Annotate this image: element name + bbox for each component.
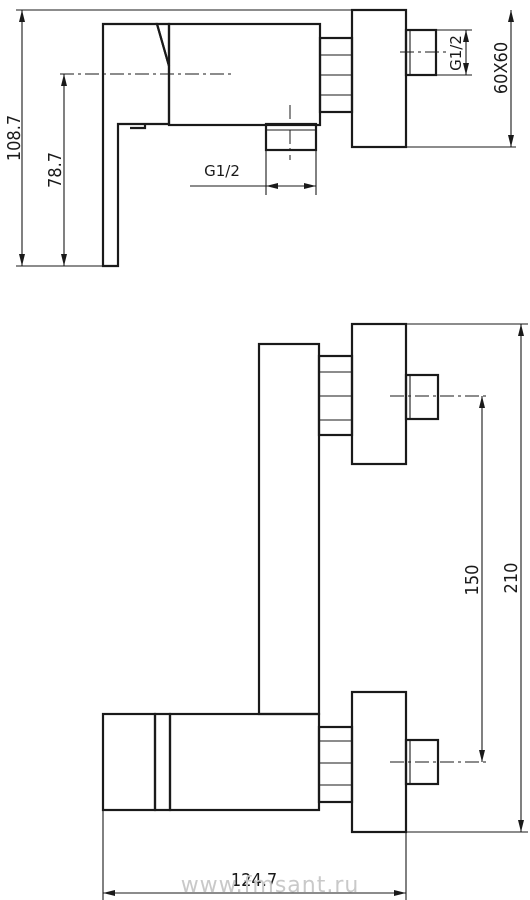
dim-label-g12-outlet: G1/2 xyxy=(204,162,240,180)
dim-108-7: 108.7 xyxy=(4,9,360,267)
dim-g12-inlet: G1/2 xyxy=(436,29,472,76)
mixer-body-front xyxy=(168,712,321,812)
hex-nut-lower xyxy=(317,725,354,804)
dim-60x60: 60X60 xyxy=(406,10,516,148)
dim-label-210: 210 xyxy=(501,563,522,594)
side-view: 108.7 78.7 G1/2 G1/2 xyxy=(4,8,516,268)
dim-78-7: 78.7 xyxy=(45,74,67,266)
wall-flange-side xyxy=(350,8,408,149)
dim-label-78-7: 78.7 xyxy=(45,152,66,188)
dim-124-7: 124.7 xyxy=(102,810,407,900)
lever-button xyxy=(130,124,147,130)
handle-ring xyxy=(153,712,172,812)
hex-nut-side xyxy=(318,36,354,114)
front-view: 150 210 124.7 xyxy=(101,322,528,900)
mixer-column xyxy=(257,342,321,716)
dim-label-150: 150 xyxy=(462,565,483,596)
mixer-handle xyxy=(101,712,157,812)
dim-label-124-7: 124.7 xyxy=(231,870,277,891)
dim-g12-outlet: G1/2 xyxy=(190,150,317,195)
wall-flange-upper xyxy=(350,322,408,466)
dim-150: 150 xyxy=(462,396,485,762)
dim-label-60x60: 60X60 xyxy=(491,42,512,94)
hex-nut-upper xyxy=(317,354,354,437)
dim-label-g12-inlet: G1/2 xyxy=(447,35,465,71)
dim-label-108-7: 108.7 xyxy=(4,115,25,161)
dim-210: 210 xyxy=(406,323,528,833)
inlet-thread-upper xyxy=(404,373,440,421)
mixer-body-outline xyxy=(101,22,171,268)
outlet-thread-side xyxy=(264,122,318,152)
watermark: www.fmsant.ru xyxy=(181,873,360,898)
lever-cap xyxy=(155,22,171,67)
